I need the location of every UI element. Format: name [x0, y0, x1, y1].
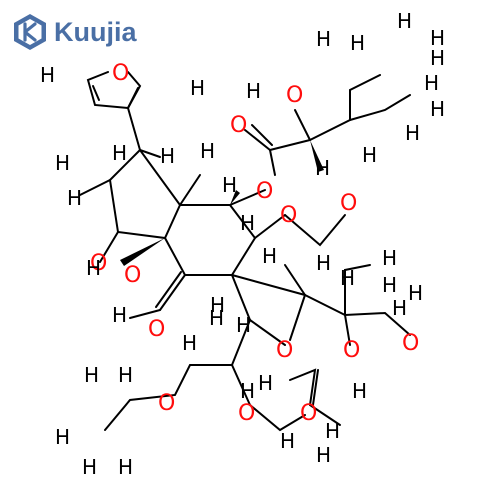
hydrogen-atom: H [182, 331, 197, 355]
hydrogen-atom: H [392, 296, 407, 320]
hydrogen-atom: H [430, 46, 445, 70]
hydrogen-atom: H [258, 371, 273, 395]
ester-carbonyl-oxygen: O [230, 113, 247, 138]
hydrogen-atom: H [240, 211, 255, 235]
hydrogen-atom: H [55, 151, 70, 175]
hydrogen-atom: H [350, 31, 365, 55]
hydrogen-atom: H [112, 303, 127, 327]
hydrogen-atom: H [340, 266, 355, 290]
hydrogen-atom: H [405, 121, 420, 145]
brand-name: Kuujia [54, 17, 137, 47]
hydrogen-atom: H [86, 256, 101, 280]
hydrogen-atom: H [222, 173, 237, 197]
hydrogen-atom: H [430, 97, 445, 121]
hydrogen-atom: H [382, 246, 397, 270]
hydrogen-atom: H [362, 143, 377, 167]
hydrogen-atom: H [118, 363, 133, 387]
hydrogen-atom: H [397, 9, 412, 33]
ester-link-oxygen: O [256, 179, 273, 204]
ether-oxygen-right: O [343, 338, 360, 363]
hydrogen-atom: H [382, 273, 397, 297]
ethoxy-oxygen: O [158, 391, 175, 416]
hydrogen-atom: H [55, 425, 70, 449]
hydrogen-atom: H [112, 141, 127, 165]
hydrogen-atom: H [315, 156, 330, 180]
hydrogen-atom: H [160, 144, 175, 168]
hydroxy-oxygen-ring: O [124, 263, 141, 288]
hydrogen-atom: H [280, 429, 295, 453]
hydroxy-oxygen-top: O [286, 83, 303, 108]
furan-oxygen: O [112, 61, 129, 86]
hydroxy-oxygen-mid: O [280, 203, 297, 228]
hydrogen-atom: H [316, 251, 331, 275]
hydrogen-atom: H [210, 293, 225, 317]
hydrogen-atom: H [240, 379, 255, 403]
hydrogen-atom: H [118, 455, 133, 479]
aldehyde-oxygen: O [340, 191, 357, 216]
hydroxy-oxygen-bottom: O [238, 401, 255, 426]
hydrogen-atom: H [40, 63, 55, 87]
brand-logo[interactable]: Kuujia [10, 10, 160, 54]
hydrogen-atom: H [316, 27, 331, 51]
hydrogen-atom: H [262, 244, 277, 268]
hydrogen-atom: H [424, 71, 439, 95]
ketone-oxygen-lower: O [148, 317, 165, 342]
hydrogen-atom: H [82, 455, 97, 479]
ester-oxygen-bottom: O [300, 401, 317, 426]
hydroxy-oxygen-right: O [402, 331, 419, 356]
bond-lines [79, 71, 411, 432]
hydrogen-atom: H [246, 79, 261, 103]
hydrogen-atom: H [352, 379, 367, 403]
ester-oxygen-center: O [276, 338, 293, 363]
hydrogen-atom: H [408, 281, 423, 305]
hydrogen-atom: H [190, 76, 205, 100]
hydrogen-atom: H [316, 443, 331, 467]
hydrogen-atom: H [67, 186, 82, 210]
hydrogen-atom: H [84, 363, 99, 387]
stereo-bonds [120, 140, 324, 266]
brand-hexagon-icon [14, 14, 46, 50]
hydrogen-atom: H [209, 306, 224, 330]
ketone-oxygen-ring: O [90, 251, 107, 276]
hydrogen-atom: H [200, 139, 215, 163]
hydrogen-atom: H [325, 419, 340, 443]
oxygen-atoms: O O O O O O O O O O O O O O O [90, 61, 419, 426]
hydrogen-atom: H [430, 26, 445, 50]
hydrogen-atom: H [236, 313, 251, 337]
